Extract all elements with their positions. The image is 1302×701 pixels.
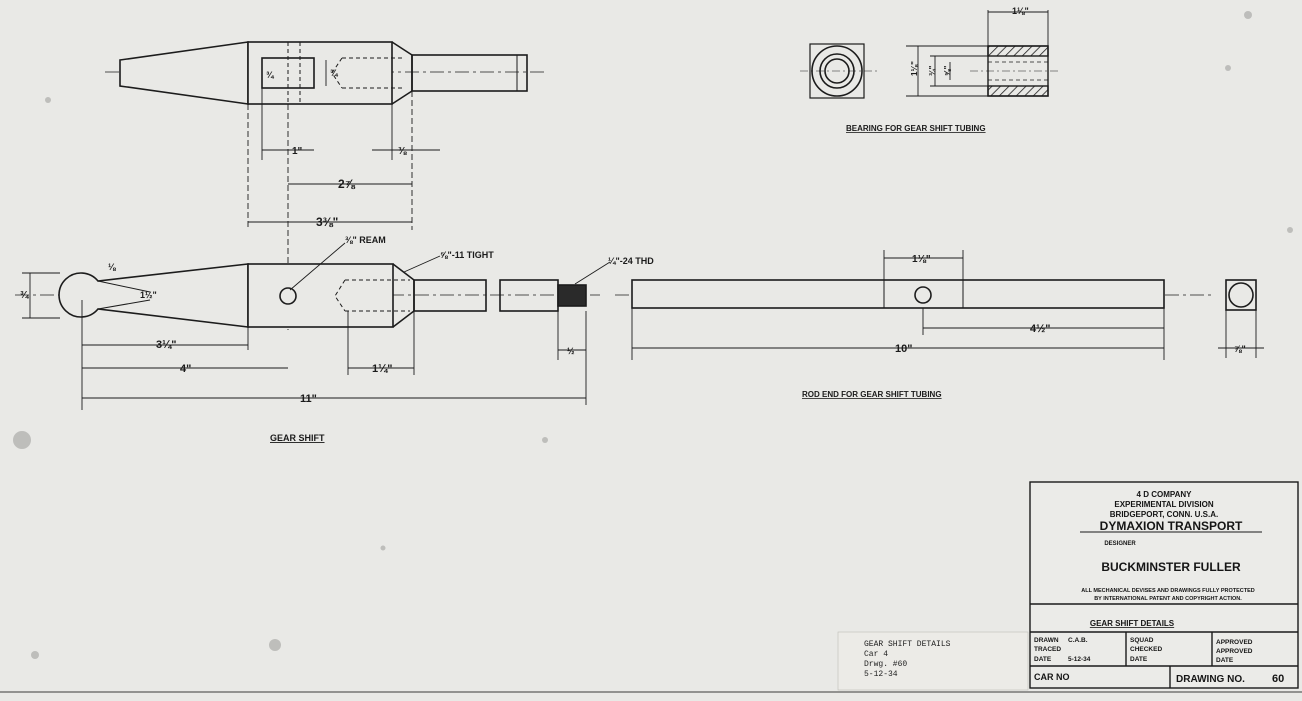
view-title-rod-end: ROD END FOR GEAR SHIFT TUBING bbox=[802, 390, 942, 399]
paper-blemishes bbox=[13, 11, 1293, 659]
tb-approved-2: APPROVED bbox=[1216, 648, 1253, 655]
tb-squad-label: SQUAD bbox=[1130, 637, 1154, 644]
tb-designer: BUCKMINSTER FULLER bbox=[1101, 560, 1241, 574]
dim-2-7-8: 2⅞ bbox=[338, 177, 356, 191]
rod-end-view bbox=[615, 279, 1257, 311]
tb-designer-label: DESIGNER bbox=[1104, 541, 1136, 547]
bearing-end-view bbox=[800, 43, 880, 99]
tb-drawing-no-value: 60 bbox=[1272, 673, 1284, 685]
dim-3-8: ⅜ bbox=[398, 146, 407, 157]
tb-checked-date-value: 5-12-34 bbox=[1068, 656, 1091, 663]
gear-shift-top-dimensions bbox=[247, 60, 440, 330]
view-title-bearing: BEARING FOR GEAR SHIFT TUBING bbox=[846, 124, 986, 133]
title-block-text: 4 D COMPANY EXPERIMENTAL DIVISION BRIDGE… bbox=[1034, 490, 1284, 685]
tb-drawn-value: C.A.B. bbox=[1068, 637, 1088, 644]
rod-hole-span-dim: 1⅛" bbox=[912, 254, 931, 265]
note-thread-24: ¼"-24 THD bbox=[608, 256, 654, 266]
tb-notice-2: BY INTERNATIONAL PATENT AND COPYRIGHT AC… bbox=[1094, 596, 1242, 602]
tb-approved-1: APPROVED bbox=[1216, 639, 1253, 646]
dim-taper: 1½" bbox=[140, 290, 157, 300]
tb-drawing-no-label: DRAWING NO. bbox=[1176, 674, 1245, 685]
dim-3-1-4: 3¼" bbox=[156, 339, 177, 351]
stamp-line-3: Drwg. #60 bbox=[864, 660, 907, 669]
gear-shift-side-dimensions bbox=[22, 242, 611, 410]
dim-11: 11" bbox=[300, 393, 317, 405]
tb-car-no-label: CAR NO bbox=[1034, 672, 1070, 682]
dim-1-2: ½ bbox=[567, 346, 575, 356]
tb-sheet-title: GEAR SHIFT DETAILS bbox=[1090, 619, 1175, 628]
rod-from-end-dim: 4½" bbox=[1030, 323, 1051, 335]
gear-shift-side-view bbox=[15, 263, 600, 328]
bearing-od-dim: 1⅛" bbox=[910, 61, 919, 76]
dim-1-1-4: 1¼" bbox=[372, 363, 393, 375]
rod-square-dim: ⅞" bbox=[1234, 344, 1246, 354]
tb-drawn-label: DRAWN bbox=[1034, 637, 1059, 644]
stamp-line-2: Car 4 bbox=[864, 650, 888, 659]
view-title-gear-shift: GEAR SHIFT bbox=[270, 433, 325, 443]
dim-slot-width: ¾ bbox=[266, 70, 275, 80]
tb-company: 4 D COMPANY bbox=[1137, 490, 1193, 499]
tb-checked-label: CHECKED bbox=[1130, 646, 1162, 653]
dim-eye-radius: ⅛ bbox=[108, 262, 116, 272]
stamp-line-4: 5-12-34 bbox=[864, 670, 898, 679]
dim-bore-top: ¾ bbox=[330, 68, 339, 78]
rod-overall-dim: 10" bbox=[895, 343, 912, 355]
title-block bbox=[1029, 481, 1299, 689]
dim-1-inch: 1" bbox=[292, 146, 303, 157]
bearing-id-a-dim: ¾" bbox=[928, 65, 937, 76]
dim-eye-dia: ¾ bbox=[20, 290, 29, 301]
bearing-length-dim: 1⅛" bbox=[1012, 6, 1029, 16]
tb-notice-1: ALL MECHANICAL DEVISES AND DRAWINGS FULL… bbox=[1081, 588, 1254, 594]
tb-division: EXPERIMENTAL DIVISION bbox=[1114, 500, 1213, 509]
dim-4: 4" bbox=[180, 363, 191, 375]
tb-project: DYMAXION TRANSPORT bbox=[1100, 519, 1243, 533]
tb-traced-label: TRACED bbox=[1034, 646, 1061, 653]
rod-end-dimensions bbox=[631, 250, 1264, 360]
tb-date-label: DATE bbox=[1130, 656, 1148, 663]
note-tight-thread: ⅝"-11 TIGHT bbox=[440, 250, 494, 260]
tb-approved-date: DATE bbox=[1216, 657, 1234, 664]
stamp-line-1: GEAR SHIFT DETAILS bbox=[864, 640, 951, 649]
bearing-section-view bbox=[906, 10, 1060, 97]
dim-3-3-8: 3⅜" bbox=[316, 215, 338, 229]
typed-stamp: GEAR SHIFT DETAILS Car 4 Drwg. #60 5-12-… bbox=[837, 631, 1029, 691]
bearing-id-b-dim: ⅝" bbox=[943, 65, 952, 76]
tb-checked-date-label: DATE bbox=[1034, 656, 1052, 663]
gear-shift-top-view bbox=[105, 41, 545, 105]
note-ream: ⅜" REAM bbox=[345, 235, 386, 245]
tb-location: BRIDGEPORT, CONN. U.S.A. bbox=[1110, 510, 1218, 519]
